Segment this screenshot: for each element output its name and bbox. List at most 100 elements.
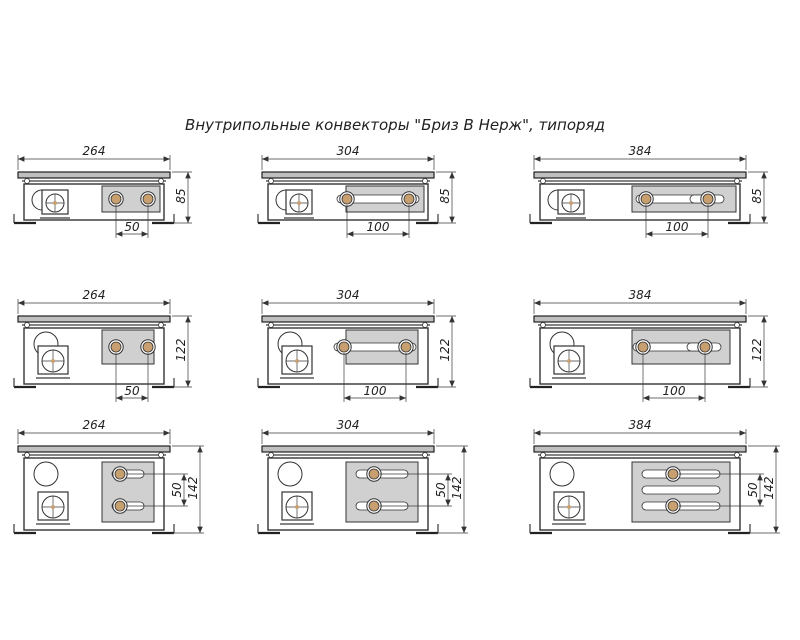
height-label: 85 [174, 188, 188, 203]
arrow-head [449, 216, 455, 223]
spacing-label: 100 [364, 384, 387, 398]
arrow-head [197, 526, 203, 533]
return-valve [400, 341, 412, 353]
supply-valve [368, 468, 380, 480]
arrow-head [197, 446, 203, 453]
frame-bolt [24, 322, 30, 328]
grate-rim [17, 171, 171, 179]
trough-body [539, 183, 741, 221]
height-label: 142 [186, 477, 200, 500]
arrow-head [185, 316, 191, 323]
arrow-head [445, 499, 451, 506]
arrow-head [534, 300, 541, 306]
width-label: 304 [337, 288, 360, 302]
width-label: 384 [629, 144, 652, 158]
arrow-head [773, 446, 779, 453]
arrow-head [757, 474, 763, 481]
arrow-head [181, 499, 187, 506]
trough-body [23, 327, 165, 385]
drawing-title: Внутрипольные конвекторы "Бриз В Нерж", … [185, 116, 605, 134]
supply-valve [637, 341, 649, 353]
motor-hub [295, 505, 299, 509]
spacing-label: 50 [124, 384, 140, 398]
motor-hub [51, 505, 55, 509]
arrow-head [18, 430, 25, 436]
arrow-head [402, 231, 409, 237]
grate-rim [533, 445, 747, 453]
height-label: 122 [438, 339, 452, 362]
supply-valve [338, 341, 350, 353]
supply-valve [341, 193, 353, 205]
arrow-head [449, 316, 455, 323]
width-label: 264 [83, 144, 106, 158]
arrow-head [761, 316, 767, 323]
arrow-head [461, 446, 467, 453]
arrow-head [773, 526, 779, 533]
fan-circle [33, 461, 59, 487]
width-label: 264 [83, 288, 106, 302]
arrow-head [461, 526, 467, 533]
arrow-head [141, 231, 148, 237]
arrow-head [18, 300, 25, 306]
supply-valve [110, 341, 122, 353]
height-label: 122 [750, 339, 764, 362]
arrow-head [344, 395, 351, 401]
frame-bolt [422, 178, 428, 184]
grate-rim [261, 171, 435, 179]
frame-bolt [734, 178, 740, 184]
frame-bolt [24, 178, 30, 184]
grate-rim [261, 315, 435, 323]
arrow-head [163, 300, 170, 306]
height-label: 142 [450, 477, 464, 500]
frame-bolt [268, 452, 274, 458]
arrow-head [262, 300, 269, 306]
fan-circle [277, 461, 303, 487]
arrow-head [761, 216, 767, 223]
arrow-head [427, 430, 434, 436]
arrow-head [534, 156, 541, 162]
height-label: 142 [762, 477, 776, 500]
arrow-head [739, 300, 746, 306]
return-valve [702, 193, 714, 205]
spacing-label: 100 [666, 220, 689, 234]
arrow-head [262, 156, 269, 162]
arrow-head [116, 395, 123, 401]
grate-rim [533, 171, 747, 179]
trough-body [23, 457, 165, 531]
grate-rim [17, 315, 171, 323]
motor-hub [569, 201, 573, 205]
frame-bolt [158, 452, 164, 458]
arrow-head [761, 380, 767, 387]
spacing-label: 100 [663, 384, 686, 398]
arrow-head [399, 395, 406, 401]
arrow-head [643, 395, 650, 401]
return-valve [368, 500, 380, 512]
spacing-label: 50 [170, 482, 184, 498]
width-label: 304 [337, 144, 360, 158]
arrow-head [163, 430, 170, 436]
arrow-head [449, 380, 455, 387]
frame-bolt [268, 178, 274, 184]
grate-rim [261, 445, 435, 453]
frame-bolt [422, 322, 428, 328]
height-label: 122 [174, 339, 188, 362]
motor-hub [297, 201, 301, 205]
arrow-head [181, 474, 187, 481]
frame-bolt [540, 452, 546, 458]
arrow-head [761, 172, 767, 179]
frame-bolt [24, 452, 30, 458]
frame-bolt [734, 322, 740, 328]
return-valve [699, 341, 711, 353]
trough-body [539, 457, 741, 531]
grate-rim [533, 315, 747, 323]
supply-valve [667, 468, 679, 480]
return-valve [403, 193, 415, 205]
